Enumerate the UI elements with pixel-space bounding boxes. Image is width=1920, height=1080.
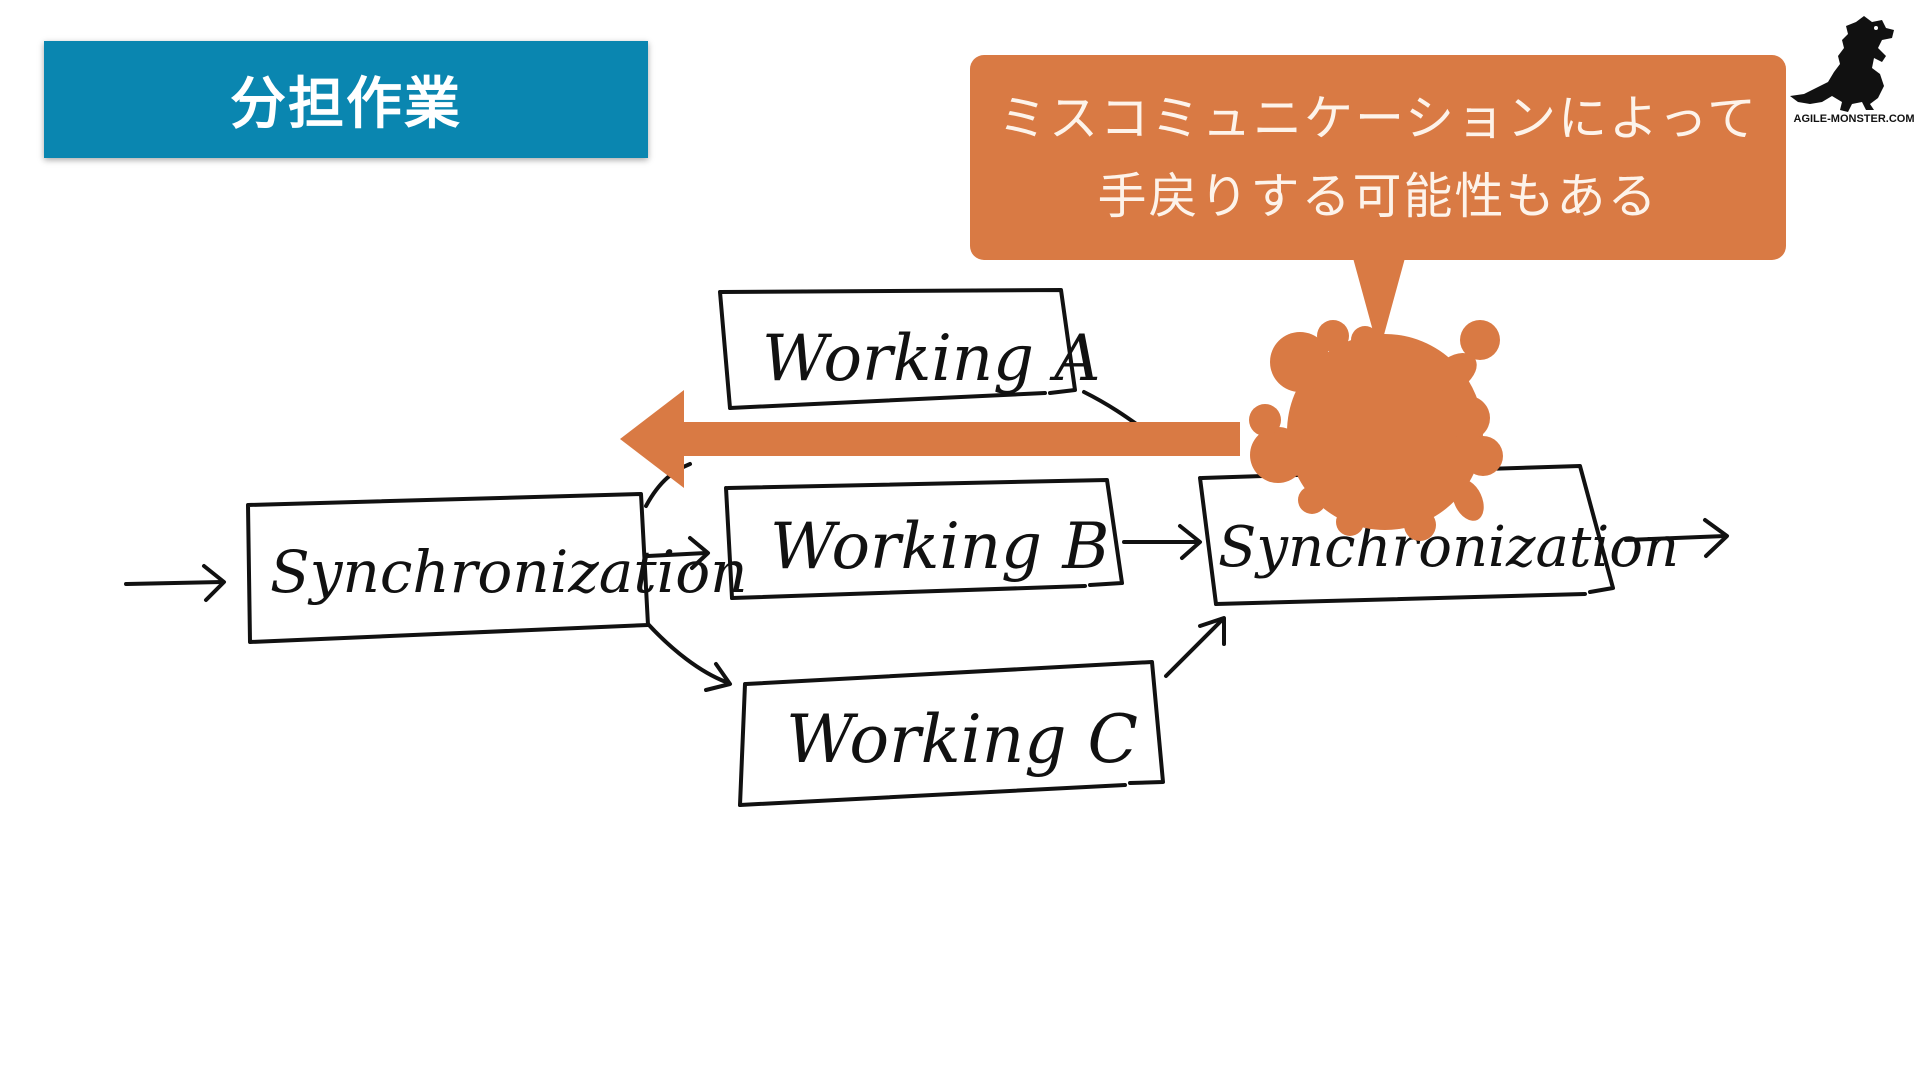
outgoing-arrow: [1624, 518, 1729, 558]
slide-title: 分担作業: [230, 72, 462, 137]
working-a-label: Working A: [762, 322, 1101, 396]
callout-bubble: ミスコミュニケーションによって 手戻りする可能性もある: [970, 55, 1786, 260]
sync-left-label: Synchronization: [270, 538, 748, 606]
title-banner: 分担作業: [44, 41, 648, 158]
monster-silhouette-icon: [1790, 16, 1894, 112]
working-c-label: Working C: [786, 701, 1138, 778]
rework-arrow-icon: [620, 390, 1240, 488]
branch-arrow-to-b: [646, 536, 710, 570]
sync-right-label: Synchronization: [1218, 515, 1679, 580]
merge-arrow-from-b: [1122, 524, 1202, 560]
incoming-arrow: [124, 564, 226, 602]
splat-icon: [1249, 320, 1503, 541]
branch-arrow-to-c: [646, 622, 732, 692]
working-b-label: Working B: [770, 510, 1109, 584]
callout-line-1: ミスコミュニケーションによって: [997, 89, 1759, 147]
logo-text: AGILE-MONSTER.COM: [1793, 113, 1915, 125]
merge-arrow-from-c: [1164, 616, 1226, 678]
branch-arrow-to-a: [644, 462, 692, 508]
callout-line-2: 手戻りする可能性もある: [1097, 167, 1659, 225]
